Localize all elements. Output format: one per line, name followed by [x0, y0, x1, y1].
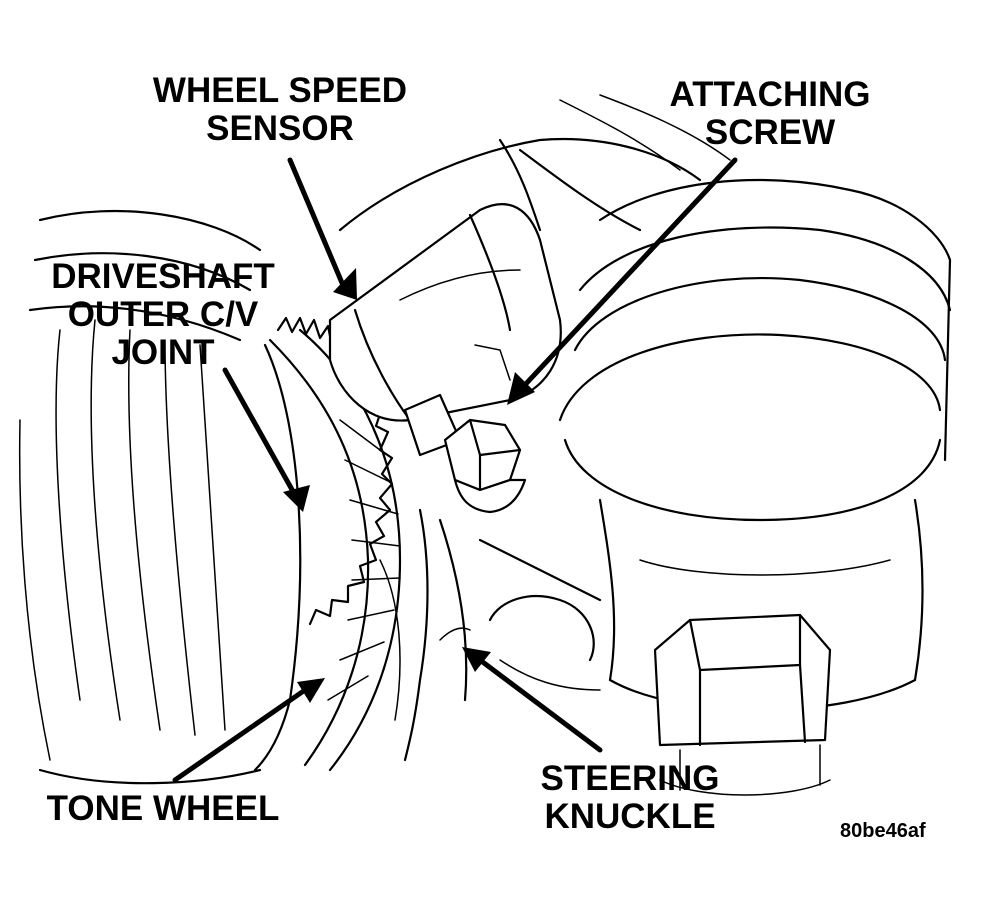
tone-wheel-label: TONE WHEEL: [38, 790, 288, 828]
label-line: STEERING: [540, 759, 720, 798]
steering-knuckle-art: [338, 94, 731, 762]
label-line: ATTACHING: [669, 75, 871, 114]
label-line: OUTER C/V: [67, 295, 259, 334]
label-line: JOINT: [111, 333, 215, 372]
label-line: WHEEL SPEED: [152, 71, 408, 110]
driveshaft-outer-cv-joint-label: DRIVESHAFT OUTER C/V JOINT: [38, 258, 288, 372]
attaching-screw-art: [443, 344, 527, 514]
attaching-screw-label: ATTACHING SCREW: [660, 76, 880, 152]
figure-code: 80be46af: [840, 820, 926, 842]
label-line: KNUCKLE: [544, 797, 716, 836]
leader-arrows: [172, 157, 738, 783]
label-line: TONE WHEEL: [46, 789, 280, 828]
wheel-speed-sensor-art: [328, 203, 562, 457]
label-line: DRIVESHAFT: [51, 257, 275, 296]
label-line: SENSOR: [206, 109, 354, 148]
wheel-speed-sensor-label: WHEEL SPEED SENSOR: [145, 72, 415, 148]
steering-knuckle-label: STEERING KNUCKLE: [525, 760, 735, 836]
cv-joint-boot: [18, 209, 302, 785]
label-line: SCREW: [704, 113, 836, 152]
strut-assembly-art: [558, 178, 952, 796]
